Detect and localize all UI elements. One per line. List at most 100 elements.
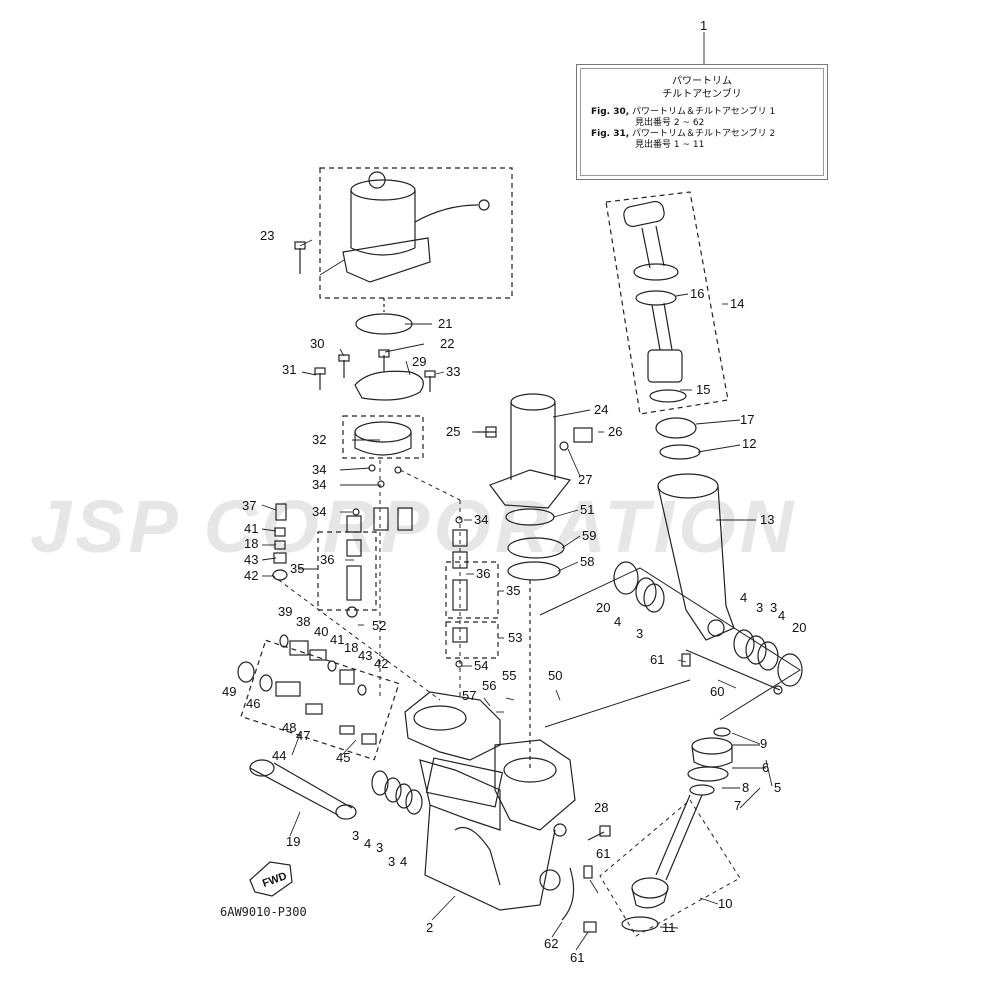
tilt-rod-group-box xyxy=(605,191,729,415)
callout-50: 50 xyxy=(548,668,562,683)
callout-3: 3 xyxy=(636,626,643,641)
cover-plate-29 xyxy=(354,370,424,401)
callout-52: 52 xyxy=(372,618,386,633)
callout-12: 12 xyxy=(742,436,756,451)
callout-18: 18 xyxy=(244,536,258,551)
o-ring-11 xyxy=(621,916,659,932)
callout-15: 15 xyxy=(696,382,710,397)
callout-19: 19 xyxy=(286,834,300,849)
valve-box-53 xyxy=(445,621,499,659)
o-ring-58 xyxy=(507,561,561,581)
callout-33: 33 xyxy=(446,364,460,379)
callout-labels: 1 2 3 3 3 3 3 3 4 4 4 4 4 5 6 7 8 9 10 1… xyxy=(222,18,806,965)
callout-51: 51 xyxy=(580,502,594,517)
callout-32: 32 xyxy=(312,432,326,447)
callout-3: 3 xyxy=(376,840,383,855)
gear-left xyxy=(373,507,389,531)
callout-42: 42 xyxy=(244,568,258,583)
o-ring-12 xyxy=(659,444,701,460)
motor-part xyxy=(342,171,490,283)
callout-61: 61 xyxy=(650,652,664,667)
callout-4: 4 xyxy=(400,854,407,869)
o-rings-left xyxy=(371,770,423,815)
callout-8: 8 xyxy=(742,780,749,795)
ring-59 xyxy=(507,537,565,559)
legend-ref-2-sub: 見出番号 1 ~ 11 xyxy=(635,140,705,150)
valve-row-box xyxy=(240,639,400,761)
pump-group-box xyxy=(342,415,424,459)
legend-ref-1: Fig. 30, パワートリム＆チルトアセンブリ 1 xyxy=(577,107,827,118)
callout-34: 34 xyxy=(312,462,326,477)
callout-3: 3 xyxy=(352,828,359,843)
callout-10: 10 xyxy=(718,896,732,911)
callout-40: 40 xyxy=(314,624,328,639)
callout-59: 59 xyxy=(582,528,596,543)
callout-21: 21 xyxy=(438,316,452,331)
axis-line xyxy=(539,567,801,721)
callout-4: 4 xyxy=(364,836,371,851)
callout-13: 13 xyxy=(760,512,774,527)
callout-3: 3 xyxy=(770,600,777,615)
callout-5: 5 xyxy=(774,780,781,795)
callout-24: 24 xyxy=(594,402,608,417)
screw-33 xyxy=(424,370,436,392)
o-ring-21 xyxy=(355,313,413,335)
gear-right xyxy=(397,507,413,531)
plug-26 xyxy=(559,427,593,451)
callout-37: 37 xyxy=(242,498,256,513)
callout-2: 2 xyxy=(426,920,433,935)
callout-4: 4 xyxy=(778,608,785,623)
callout-34: 34 xyxy=(312,477,326,492)
callout-43: 43 xyxy=(244,552,258,567)
fwd-arrow-icon xyxy=(249,861,293,897)
legend-title-1: パワートリム xyxy=(672,76,732,87)
callout-46: 46 xyxy=(246,696,260,711)
callout-49: 49 xyxy=(222,684,236,699)
legend-ref-2-fig: Fig. 31, xyxy=(591,129,630,139)
bolt-28 xyxy=(587,825,611,841)
spring-37 xyxy=(275,503,287,521)
screw-30 xyxy=(338,354,350,378)
callout-56: 56 xyxy=(482,678,496,693)
callout-53: 53 xyxy=(508,630,522,645)
callout-55: 55 xyxy=(502,668,516,683)
screw-31 xyxy=(314,367,326,390)
callout-54: 54 xyxy=(474,658,488,673)
small-balls xyxy=(346,464,463,668)
main-housing-2 xyxy=(404,691,576,911)
callout-26: 26 xyxy=(608,424,622,439)
callout-45: 45 xyxy=(336,750,350,765)
callout-14: 14 xyxy=(730,296,744,311)
valve-row-upper xyxy=(279,634,367,696)
piston-rod-10 xyxy=(631,794,703,909)
callout-41: 41 xyxy=(330,632,344,647)
callout-44: 44 xyxy=(272,748,286,763)
piston-6 xyxy=(691,737,733,755)
cylinder-24 xyxy=(489,393,572,509)
callout-25: 25 xyxy=(446,424,460,439)
callout-34: 34 xyxy=(312,504,326,519)
callout-4: 4 xyxy=(740,590,747,605)
callout-20: 20 xyxy=(596,600,610,615)
callout-39: 39 xyxy=(278,604,292,619)
screw-23 xyxy=(294,241,306,274)
callout-23: 23 xyxy=(260,228,274,243)
motor-group-box xyxy=(319,167,513,299)
legend-title-2: チルトアセンブリ xyxy=(662,89,742,100)
callout-20: 20 xyxy=(792,620,806,635)
callout-4: 4 xyxy=(614,614,621,629)
tilt-cylinder-13 xyxy=(657,473,735,641)
callout-18: 18 xyxy=(344,640,358,655)
callout-41: 41 xyxy=(244,521,258,536)
callout-58: 58 xyxy=(580,554,594,569)
callout-61: 61 xyxy=(596,846,610,861)
callout-9: 9 xyxy=(760,736,767,751)
assembly-legend: パワートリム チルトアセンブリ Fig. 30, パワートリム＆チルトアセンブリ… xyxy=(576,64,828,180)
callout-16: 16 xyxy=(690,286,704,301)
legend-ref-2: Fig. 31, パワートリム＆チルトアセンブリ 2 xyxy=(577,129,827,140)
callout-62: 62 xyxy=(544,936,558,951)
callout-1: 1 xyxy=(700,18,707,33)
wire-62 xyxy=(561,867,575,921)
callout-57: 57 xyxy=(462,688,476,703)
